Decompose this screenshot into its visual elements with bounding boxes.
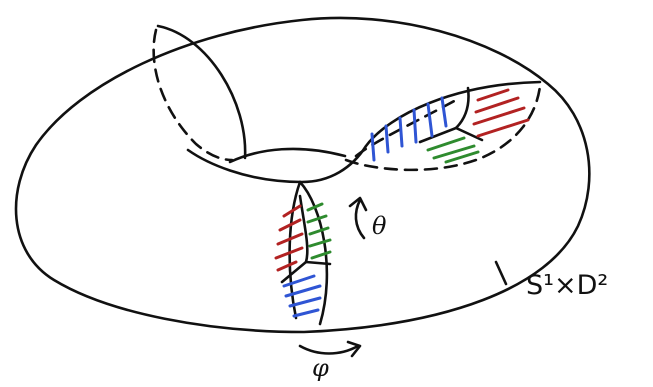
phi-label: φ <box>312 356 329 380</box>
phi-arrow-shaft <box>300 346 358 354</box>
right-green-hatching <box>428 138 478 162</box>
space-label: S¹×D² <box>526 272 608 299</box>
space-label-tick <box>496 262 506 284</box>
front-blue-hatching <box>284 276 320 316</box>
torus-outer-outline <box>16 18 589 332</box>
theta-label: θ <box>372 214 386 238</box>
left-meridian-dashed <box>154 30 232 160</box>
right-meridian-dashed-inner <box>356 100 456 156</box>
right-disc-divider-3 <box>420 128 456 142</box>
left-meridian-solid <box>158 26 245 158</box>
torus-hole-upper-rim <box>230 149 345 162</box>
